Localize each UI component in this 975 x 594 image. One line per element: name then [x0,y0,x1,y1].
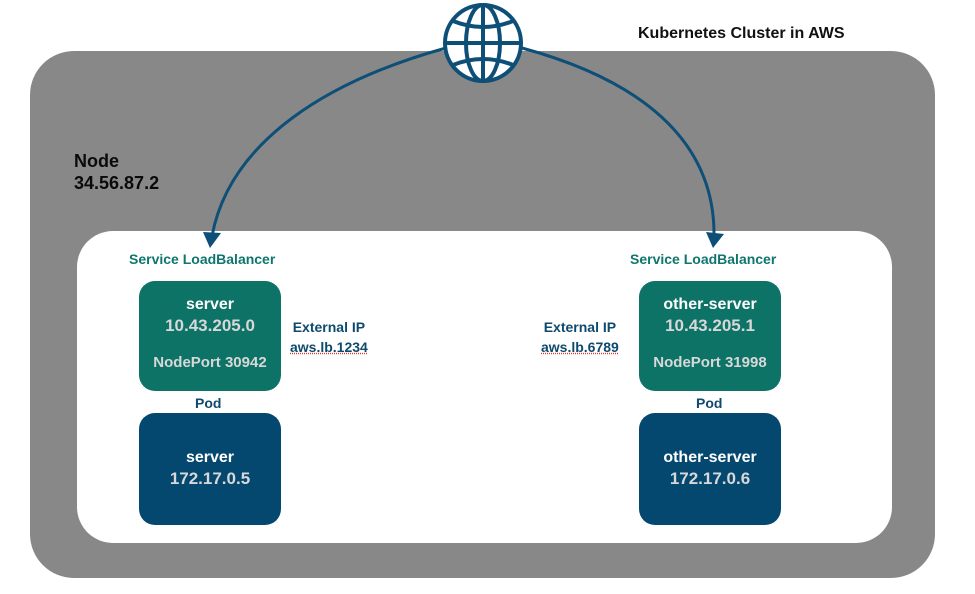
globe-icon [443,3,523,83]
service-node-port: NodePort 30942 [153,354,267,371]
pod-box-other-server[interactable]: other-server 172.17.0.6 [639,413,781,525]
node-name: Node [74,151,119,171]
external-ip-label: External IP [543,319,617,335]
service-cluster-ip: 10.43.205.1 [665,316,755,335]
external-ip-right: External IP aws.lb.6789 [541,317,619,357]
pod-ip: 172.17.0.6 [669,469,751,488]
arrowhead-left [203,232,221,248]
arrowhead-right [706,232,724,248]
service-name: other-server [663,296,757,313]
service-type-label-left: Service LoadBalancer [129,251,276,267]
service-node-port: NodePort 31998 [653,354,767,371]
pod-label-left: Pod [195,395,222,411]
pod-label-right: Pod [696,395,723,411]
pod-name: other-server [663,449,757,466]
node-label: Node 34.56.87.2 [74,150,159,194]
pod-ip: 172.17.0.5 [169,469,251,488]
service-box-server[interactable]: server 10.43.205.0 NodePort 30942 [139,281,281,391]
service-name: server [185,296,235,313]
service-cluster-ip: 10.43.205.0 [165,316,255,335]
cluster-title: Kubernetes Cluster in AWS [638,25,845,42]
node-ip: 34.56.87.2 [74,173,160,193]
external-ip-value: aws.lb.6789 [541,339,619,355]
service-type-label-right: Service LoadBalancer [630,251,777,267]
arrow-internet-to-server [210,46,447,237]
arrow-internet-to-other-server [521,46,716,237]
service-box-other-server[interactable]: other-server 10.43.205.1 NodePort 31998 [639,281,781,391]
pod-name: server [185,449,235,466]
external-ip-left: External IP aws.lb.1234 [290,317,368,357]
external-ip-label: External IP [292,319,366,335]
external-ip-value: aws.lb.1234 [290,339,368,355]
pod-box-server[interactable]: server 172.17.0.5 [139,413,281,525]
